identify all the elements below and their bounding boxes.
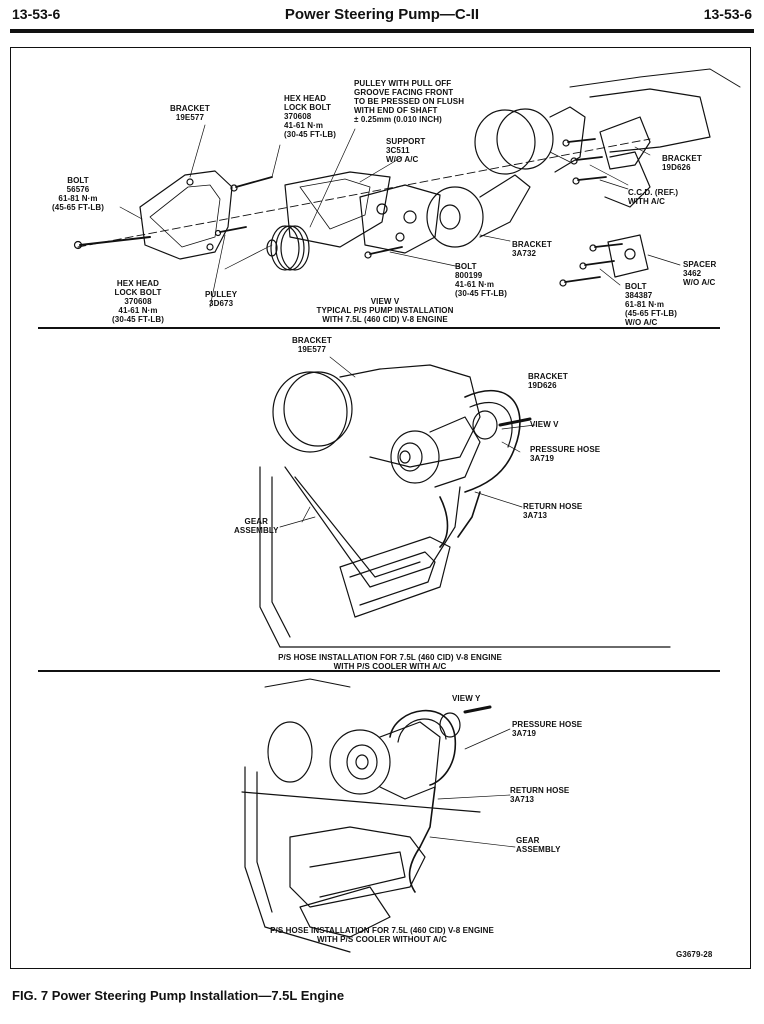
panel3-caption: P/S HOSE INSTALLATION FOR 7.5L (460 CID)… xyxy=(270,926,494,944)
figure-frame xyxy=(10,47,751,969)
label-view-y: VIEW Y xyxy=(452,694,481,703)
panel2-drawing xyxy=(259,356,671,648)
page-title: Power Steering Pump—C-II xyxy=(284,6,480,23)
panel-divider-2 xyxy=(38,670,720,672)
panel1-drawing xyxy=(73,68,741,308)
page-number-left: 13-53-6 xyxy=(12,6,61,22)
label-ccd: C.C.D. (REF.)WITH A/C xyxy=(628,188,679,206)
header-rule xyxy=(10,29,754,33)
panel2-caption: P/S HOSE INSTALLATION FOR 7.5L (460 CID)… xyxy=(278,653,502,671)
page-number-right: 13-53-6 xyxy=(703,6,752,22)
label-view-v: VIEW V xyxy=(530,420,559,429)
panel3-drawing xyxy=(241,678,516,953)
figure-code: G3679-28 xyxy=(676,950,713,959)
installation-line-art xyxy=(73,68,741,953)
panel-divider-1 xyxy=(38,327,720,329)
figure-caption: FIG. 7 Power Steering Pump Installation—… xyxy=(12,988,345,1003)
